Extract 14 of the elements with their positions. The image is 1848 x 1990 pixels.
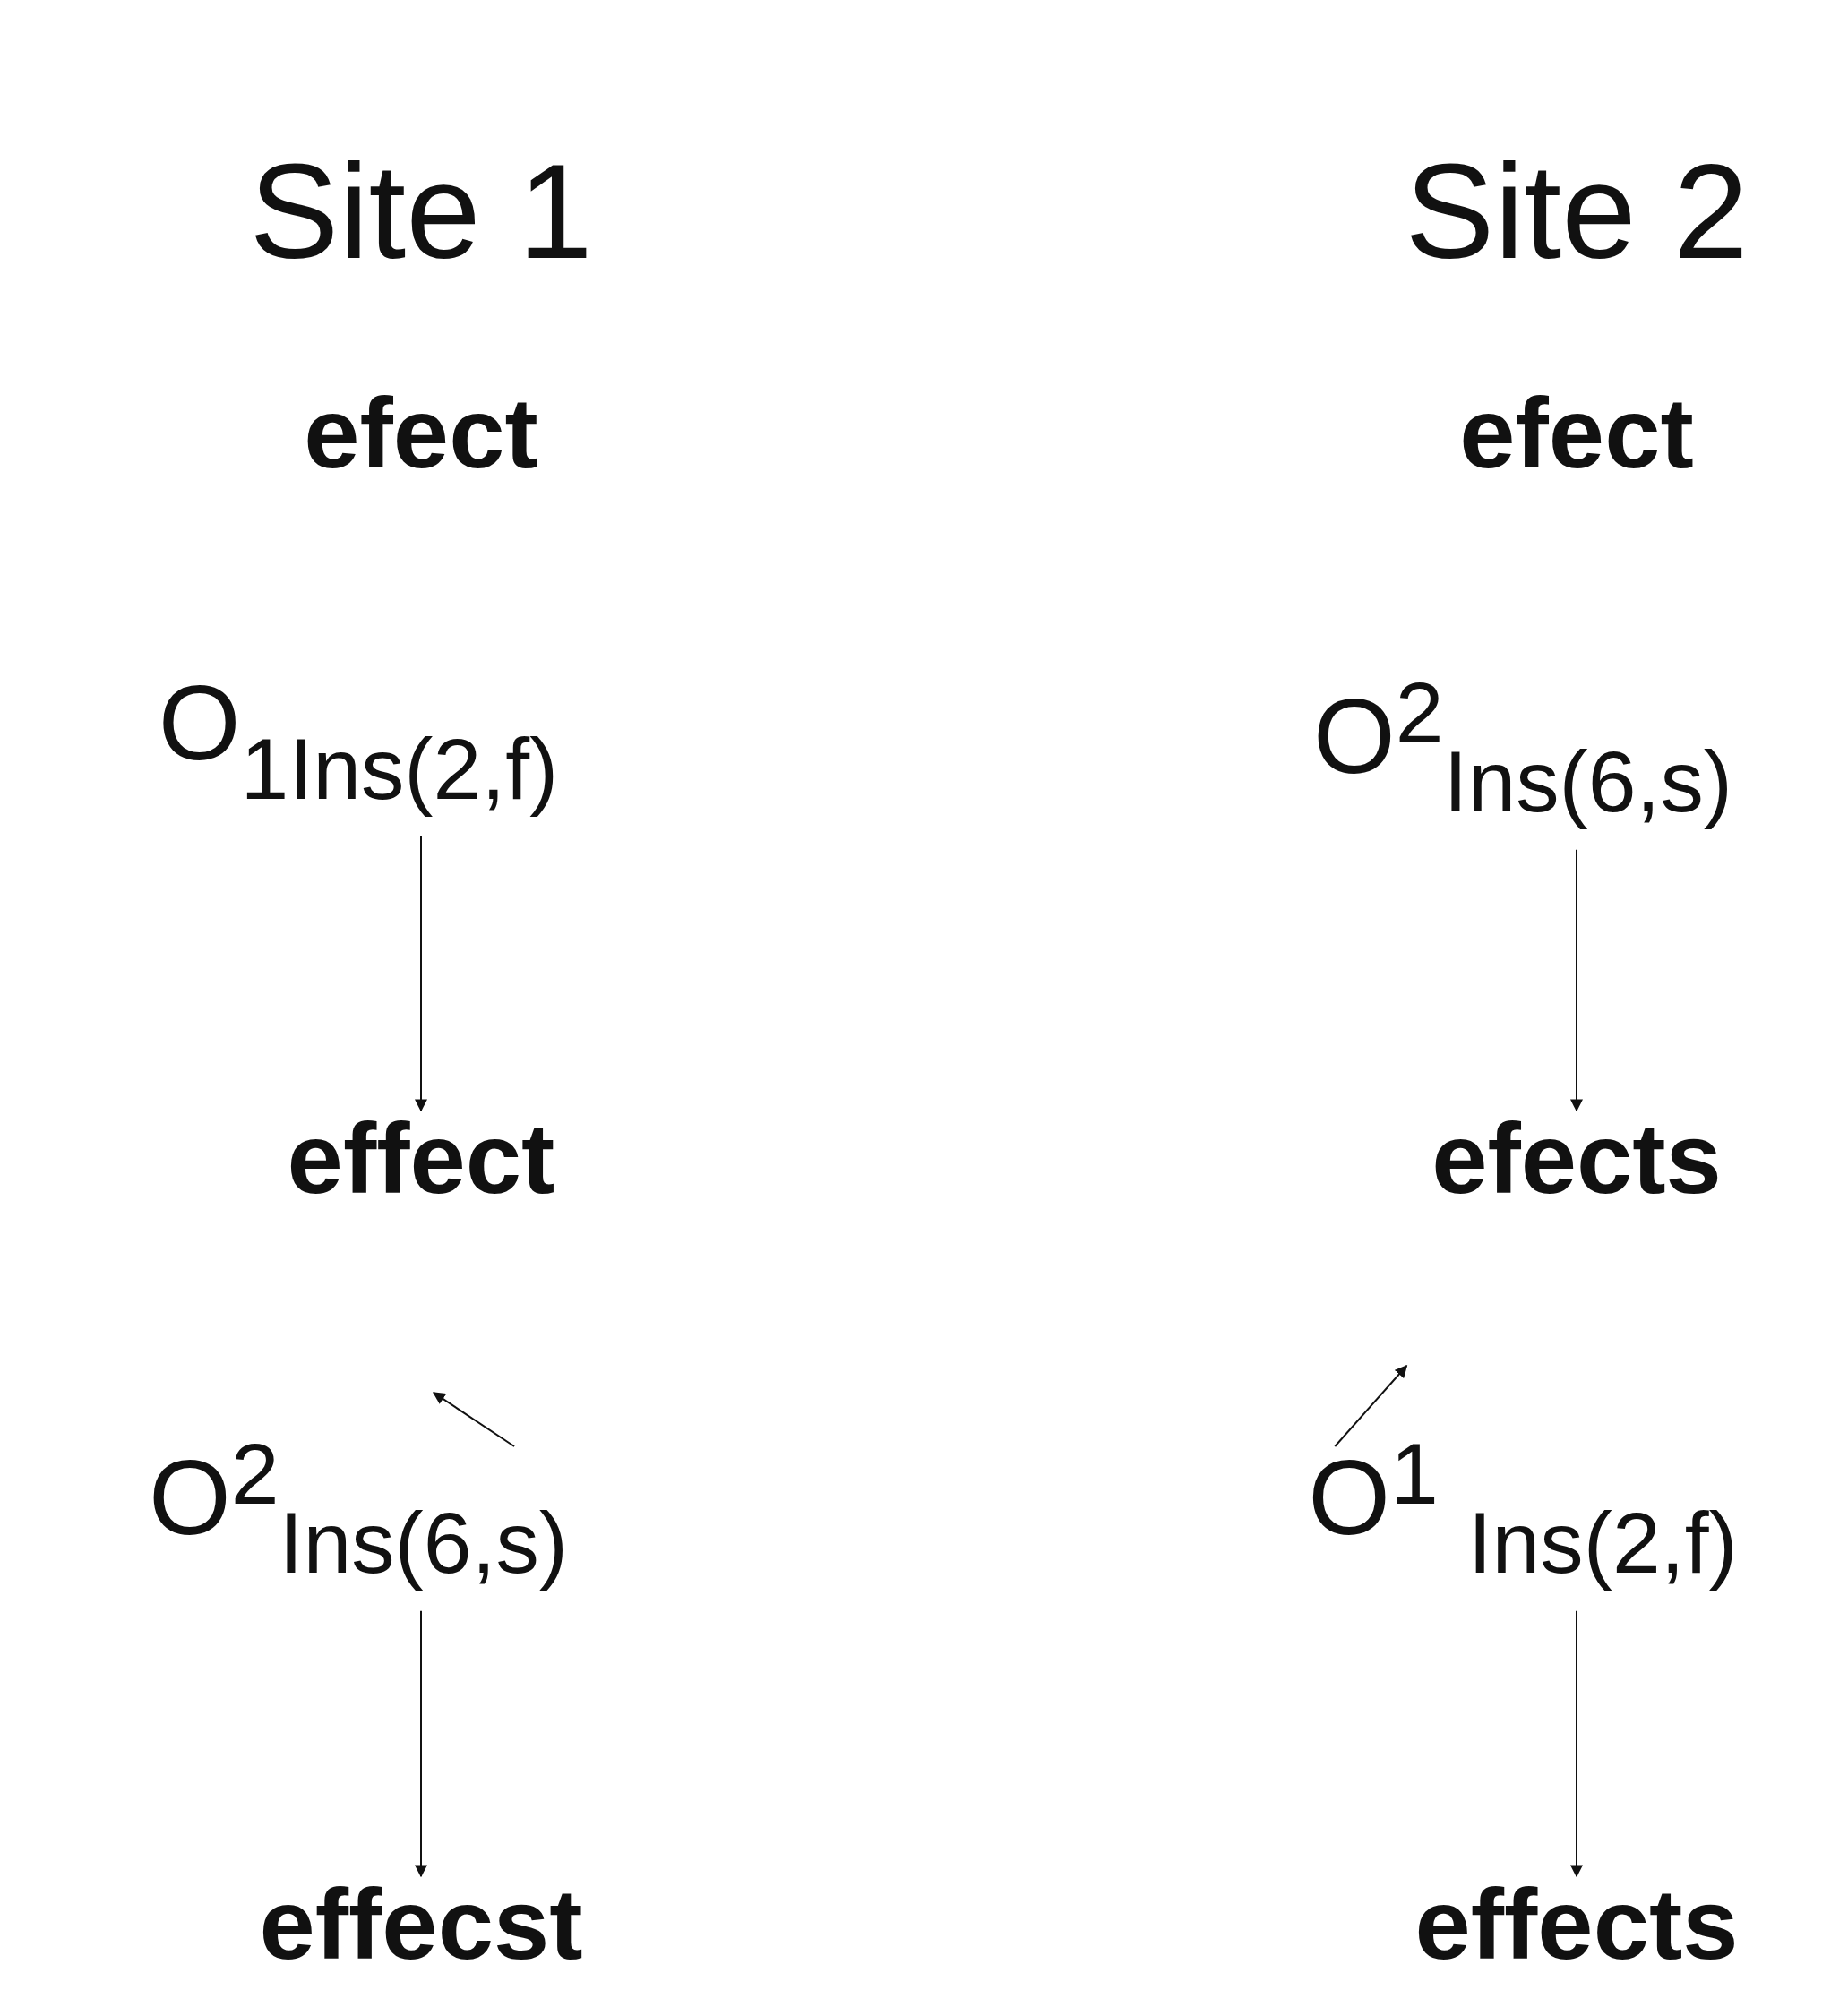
document-state: effect bbox=[287, 1102, 555, 1217]
arrow bbox=[415, 835, 427, 1112]
document-state: effects bbox=[1414, 1867, 1739, 1983]
document-state: efect bbox=[304, 376, 538, 492]
arrow bbox=[432, 1392, 516, 1447]
arrow bbox=[1334, 1364, 1408, 1447]
arrow bbox=[415, 1609, 427, 1878]
site-heading: Site 1 bbox=[249, 135, 593, 288]
arrow bbox=[1570, 1609, 1583, 1878]
document-state: efect bbox=[1459, 376, 1694, 492]
document-state: effecst bbox=[259, 1867, 583, 1983]
document-state: efects bbox=[1431, 1102, 1722, 1217]
site-heading: Site 2 bbox=[1405, 135, 1749, 288]
arrow bbox=[1570, 848, 1583, 1112]
